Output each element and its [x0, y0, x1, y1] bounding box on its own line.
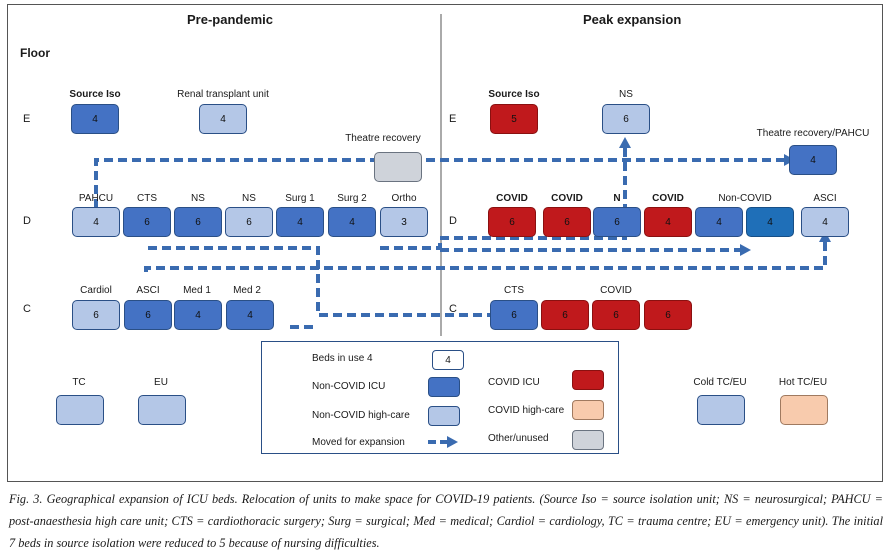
unit-label: ASCI: [813, 193, 837, 204]
unit-label: Hot TC/EU: [778, 377, 828, 388]
floor-c-left: C: [23, 303, 31, 315]
unit-box: 5: [490, 104, 538, 134]
unit-box: 4: [789, 145, 837, 175]
unit-box: 4: [71, 104, 119, 134]
unit-label: Renal transplant unit: [177, 89, 269, 100]
arrowhead-4: [740, 244, 751, 256]
arrowhead-3: [619, 137, 631, 148]
unit-label: Cold TC/EU: [693, 377, 747, 388]
floor-e-right: E: [449, 113, 457, 125]
unit-label: CTS: [137, 193, 157, 204]
unit-label: COVID: [551, 193, 583, 204]
unit-box: 4: [801, 207, 849, 237]
unit-box: 4: [746, 207, 794, 237]
unit-box: 6: [644, 300, 692, 330]
unit-box: [780, 395, 828, 425]
floor-e-left: E: [23, 113, 31, 125]
legend-covid-high-care: COVID high-care: [488, 405, 565, 416]
unit-box: 6: [490, 300, 538, 330]
unit-box: [697, 395, 745, 425]
unit-box: 6: [123, 207, 171, 237]
legend-beds-in-use: Beds in use 4: [312, 353, 373, 364]
floor-d-left: D: [23, 215, 31, 227]
floor-d-right: D: [449, 215, 457, 227]
unit-box: 4: [644, 207, 692, 237]
unit-box: [138, 395, 186, 425]
arrow-pahcu-to-theatre: [94, 158, 784, 208]
legend-other-unused-swatch: [572, 430, 604, 450]
unit-box: 4: [276, 207, 324, 237]
unit-box: 4: [328, 207, 376, 237]
unit-label: Surg 1: [285, 193, 315, 204]
unit-box: [56, 395, 104, 425]
unit-label: NS: [242, 193, 256, 204]
header-peak-expansion: Peak expansion: [583, 12, 682, 27]
legend-moved: Moved for expansion: [312, 437, 405, 448]
header-pre-pandemic: Pre-pandemic: [187, 12, 273, 27]
legend-non-covid-high-care: Non-COVID high-care: [312, 410, 410, 421]
unit-box: 6: [592, 300, 640, 330]
unit-label: Theatre recovery/PAHCU: [756, 128, 870, 139]
unit-label: Source Iso: [69, 89, 121, 100]
unit-box: 6: [488, 207, 536, 237]
unit-label: Non-COVID: [718, 193, 772, 204]
legend-non-covid-high-care-swatch: [428, 406, 460, 426]
unit-box: 6: [602, 104, 650, 134]
unit-label: Source Iso: [488, 89, 540, 100]
legend-non-covid-icu: Non-COVID ICU: [312, 381, 386, 392]
legend-covid-high-care-swatch: [572, 400, 604, 420]
arrow-cts-to-c: [148, 246, 490, 317]
unit-label: Ortho: [391, 193, 417, 204]
unit-label: PAHCU: [78, 193, 114, 204]
theatre-recovery-box: [374, 152, 422, 182]
theatre-recovery-label: Theatre recovery: [345, 133, 421, 144]
unit-box: 4: [72, 207, 120, 237]
legend-beds-swatch: 4: [432, 350, 464, 370]
unit-box: 6: [541, 300, 589, 330]
unit-label: NS: [619, 89, 633, 100]
unit-label: ASCI: [136, 285, 160, 296]
unit-label: COVID: [496, 193, 528, 204]
unit-label: COVID: [652, 193, 684, 204]
unit-box: 6: [593, 207, 641, 237]
unit-box: 6: [225, 207, 273, 237]
unit-label: Med 2: [233, 285, 261, 296]
figure-caption: Fig. 3. Geographical expansion of ICU be…: [9, 492, 883, 550]
legend: Beds in use 4 4 Non-COVID ICU Non-COVID …: [261, 341, 619, 454]
unit-label: EU: [154, 377, 168, 388]
unit-label: N: [613, 193, 621, 204]
unit-label: CTS: [504, 285, 524, 296]
legend-arrow-icon: [428, 436, 458, 448]
legend-covid-icu-swatch: [572, 370, 604, 390]
unit-box: 6: [174, 207, 222, 237]
unit-label: COVID: [600, 285, 632, 296]
unit-label: Cardiol: [80, 285, 112, 296]
unit-box: 4: [226, 300, 274, 330]
unit-label: Med 1: [183, 285, 211, 296]
legend-non-covid-icu-swatch: [428, 377, 460, 397]
unit-label: NS: [191, 193, 205, 204]
legend-covid-icu: COVID ICU: [488, 377, 540, 388]
unit-box: 4: [174, 300, 222, 330]
unit-box: 6: [72, 300, 120, 330]
floor-c-right: C: [449, 303, 457, 315]
unit-box: 4: [199, 104, 247, 134]
figure-frame: [7, 4, 883, 482]
floor-heading: Floor: [20, 46, 50, 60]
unit-label: Surg 2: [337, 193, 367, 204]
unit-box: 4: [695, 207, 743, 237]
unit-label: TC: [72, 377, 86, 388]
unit-box: 6: [543, 207, 591, 237]
unit-box: 3: [380, 207, 428, 237]
arrow-asci-to-d: [144, 242, 827, 272]
legend-other-unused: Other/unused: [488, 433, 549, 444]
unit-box: 6: [124, 300, 172, 330]
